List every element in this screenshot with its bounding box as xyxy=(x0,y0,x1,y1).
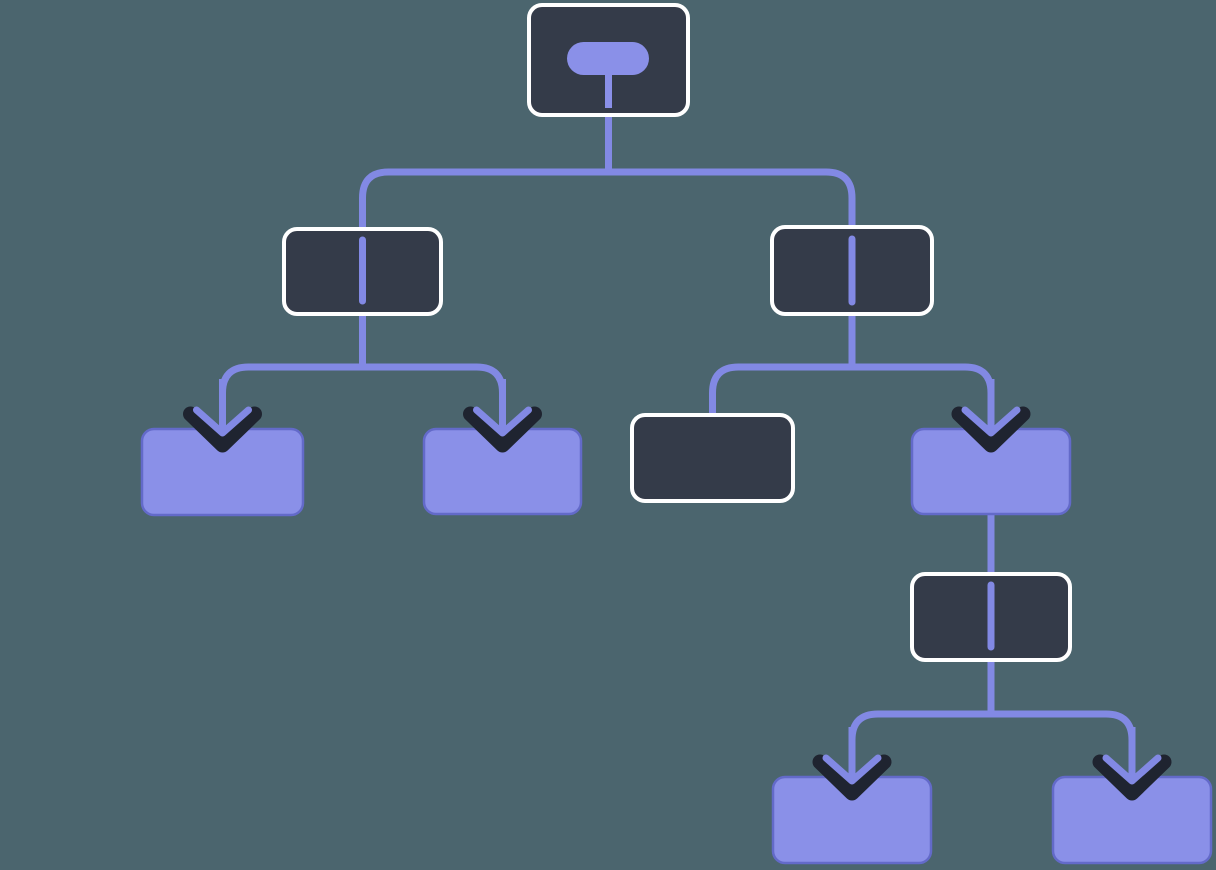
edge-left-rail xyxy=(219,363,506,431)
chevron-black-shape xyxy=(1092,754,1172,801)
chevron-black-shape xyxy=(183,406,262,453)
chevron-arrow-icon xyxy=(951,379,1031,453)
arrowhead-purple-shape xyxy=(1102,754,1162,785)
chevron-arrow-icon xyxy=(1092,727,1172,801)
chevron-arrow-icon xyxy=(812,727,892,801)
edge-root-rail xyxy=(359,168,856,231)
arrowhead-purple-shape xyxy=(473,406,532,437)
edge-bottom-rail xyxy=(848,710,1136,779)
chevron-black-shape xyxy=(951,406,1031,453)
arrowhead-purple-shape xyxy=(822,754,882,785)
root-pill-glyph xyxy=(567,42,649,75)
arrowhead-purple-shape xyxy=(193,406,252,437)
child-node-dark[interactable] xyxy=(630,413,795,503)
chevron-black-shape xyxy=(812,754,892,801)
chevron-arrow-icon xyxy=(183,379,262,453)
chevron-black-shape xyxy=(463,406,542,453)
arrowhead-purple-shape xyxy=(961,406,1021,437)
chevron-arrow-icon xyxy=(463,379,542,453)
